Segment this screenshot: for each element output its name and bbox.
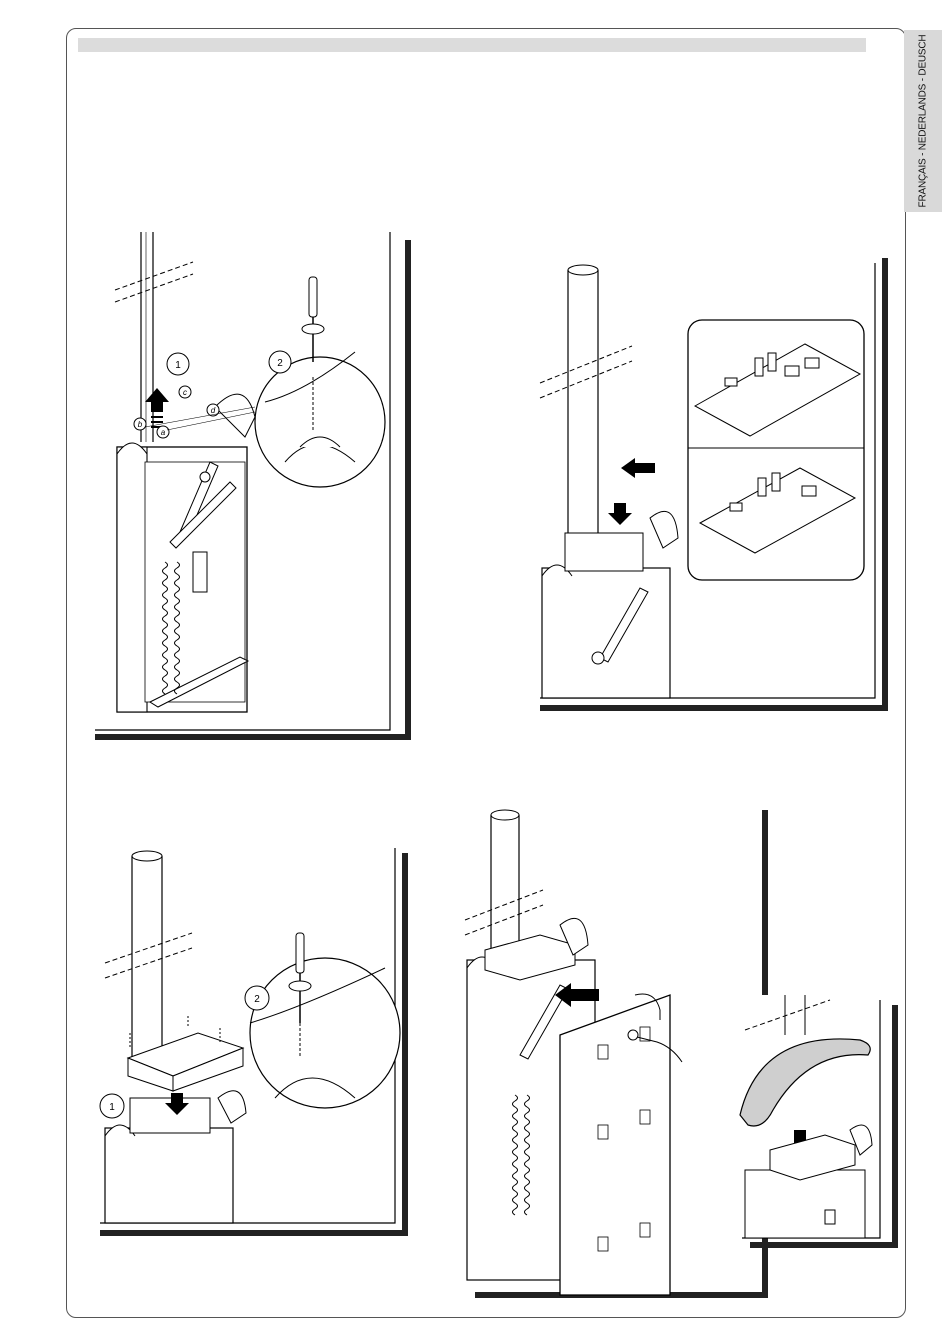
callout-2-label: 2 bbox=[254, 994, 260, 1005]
language-tab-label: FRANÇAIS - NEDERLANDS - DEUSCH bbox=[918, 35, 929, 208]
header-bar bbox=[78, 38, 866, 52]
language-tab: FRANÇAIS - NEDERLANDS - DEUSCH bbox=[904, 30, 942, 212]
figure-cover-screws-drawing: 2 1 bbox=[100, 848, 415, 1240]
callout-1-label: 1 bbox=[175, 360, 181, 371]
callout-1-label: 1 bbox=[109, 1102, 115, 1113]
hinge-letter-d: d bbox=[211, 406, 216, 415]
figure-cover-screws: 2 1 bbox=[100, 848, 415, 1240]
figure-control-board bbox=[540, 258, 890, 713]
hinge-letter-c: c bbox=[183, 388, 187, 397]
hinge-letter-b: b bbox=[138, 420, 143, 429]
callout-2-label: 2 bbox=[277, 358, 283, 369]
figure-remove-cover-drawing: 1 2 b a d c bbox=[95, 232, 415, 747]
figure-control-board-drawing bbox=[540, 258, 890, 713]
hinge-letter-a: a bbox=[161, 428, 166, 437]
figure-cap-fit-drawing bbox=[730, 995, 900, 1253]
figure-remove-cover: 1 2 b a d c bbox=[95, 232, 415, 747]
figure-cap-fit bbox=[730, 995, 900, 1253]
